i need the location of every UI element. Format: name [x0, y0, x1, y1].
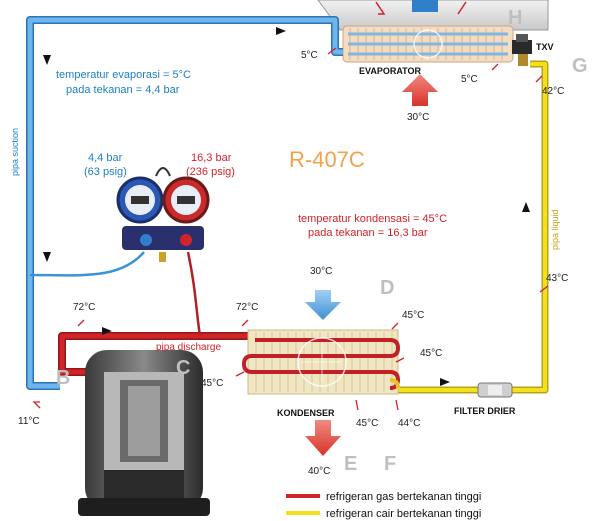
flow-arrows: [43, 27, 530, 386]
evaporator-coil: [342, 25, 514, 63]
evap-note-line1: temperatur evaporasi = 5°C: [56, 69, 191, 81]
cond-air-in-temp: 30°C: [310, 266, 332, 277]
compressor: [78, 350, 210, 516]
condenser-air-in-arrow: [305, 290, 341, 320]
condenser-label: KONDENSER: [277, 408, 335, 418]
txv-label: TXV: [536, 42, 554, 52]
point-g: G: [572, 55, 588, 77]
point-c: C: [176, 357, 190, 379]
cond-note-line1: temperatur kondensasi = 45°C: [298, 213, 447, 225]
refrigerant-type: R-407C: [289, 147, 365, 172]
point-f: F: [384, 453, 396, 475]
condenser-air-out-arrow: [305, 420, 341, 456]
cond-top-temp: 45°C: [402, 310, 424, 321]
legend-gas-text: refrigeran gas bertekanan tinggi: [326, 491, 481, 503]
evap-note-line2: pada tekanan = 4,4 bar: [66, 84, 180, 96]
point-h: H: [508, 7, 522, 29]
suction-temp: 11°C: [18, 416, 40, 427]
discharge-temp: 72°C: [73, 302, 95, 313]
cond-air-out-temp: 40°C: [308, 466, 330, 477]
evaporator-label: EVAPORATOR: [359, 66, 422, 76]
liquid-temp: 43°C: [546, 273, 568, 284]
legend-liquid-text: refrigeran cair bertekanan tinggi: [326, 508, 481, 520]
evap-air-temp: 30°C: [407, 112, 429, 123]
evaporator-air-arrow: [402, 74, 438, 106]
filter-drier: [477, 382, 513, 398]
high-gauge-psig: (236 psig): [186, 166, 235, 178]
low-side-hose: [29, 251, 145, 277]
txv-valve: [512, 34, 532, 66]
temp-pointers: [32, 47, 549, 411]
legend: refrigeran gas bertekanan tinggi refrige…: [286, 491, 481, 520]
evap-hot-arrow-right: [457, 1, 467, 15]
evap-temp-left: 5°C: [301, 50, 318, 61]
point-b: B: [56, 367, 70, 389]
suction-pipe-label: pipa suction: [10, 128, 20, 176]
evap-temp-right: 5°C: [461, 74, 478, 85]
cond-in-temp: 72°C: [236, 302, 258, 313]
cond-note-line2: pada tekanan = 16,3 bar: [308, 227, 428, 239]
cond-out-temp-f: 44°C: [398, 418, 420, 429]
discharge-pipe-label: pipa discharge: [156, 342, 221, 353]
liquid-pipe-label: pipa liquid: [550, 209, 560, 250]
low-gauge-bar: 4,4 bar: [88, 152, 123, 164]
low-gauge-psig: (63 psig): [84, 166, 127, 178]
manifold-gauge: [116, 167, 210, 262]
filter-drier-label: FILTER DRIER: [454, 406, 516, 416]
condenser-coil: [241, 329, 401, 395]
high-gauge-bar: 16,3 bar: [191, 152, 232, 164]
point-d: D: [380, 277, 394, 299]
txv-temp: 42°C: [542, 86, 564, 97]
evap-hot-arrow-left: [375, 1, 386, 15]
point-e: E: [344, 453, 357, 475]
high-side-hose: [186, 251, 202, 337]
evaporator-blue-panel: [412, 0, 438, 12]
cond-out-temp-e: 45°C: [356, 418, 378, 429]
cond-left-temp: 45°C: [201, 378, 223, 389]
cond-mid-temp: 45°C: [420, 348, 442, 359]
high-pressure-gauge: [162, 176, 210, 224]
low-pressure-gauge: [116, 176, 164, 224]
